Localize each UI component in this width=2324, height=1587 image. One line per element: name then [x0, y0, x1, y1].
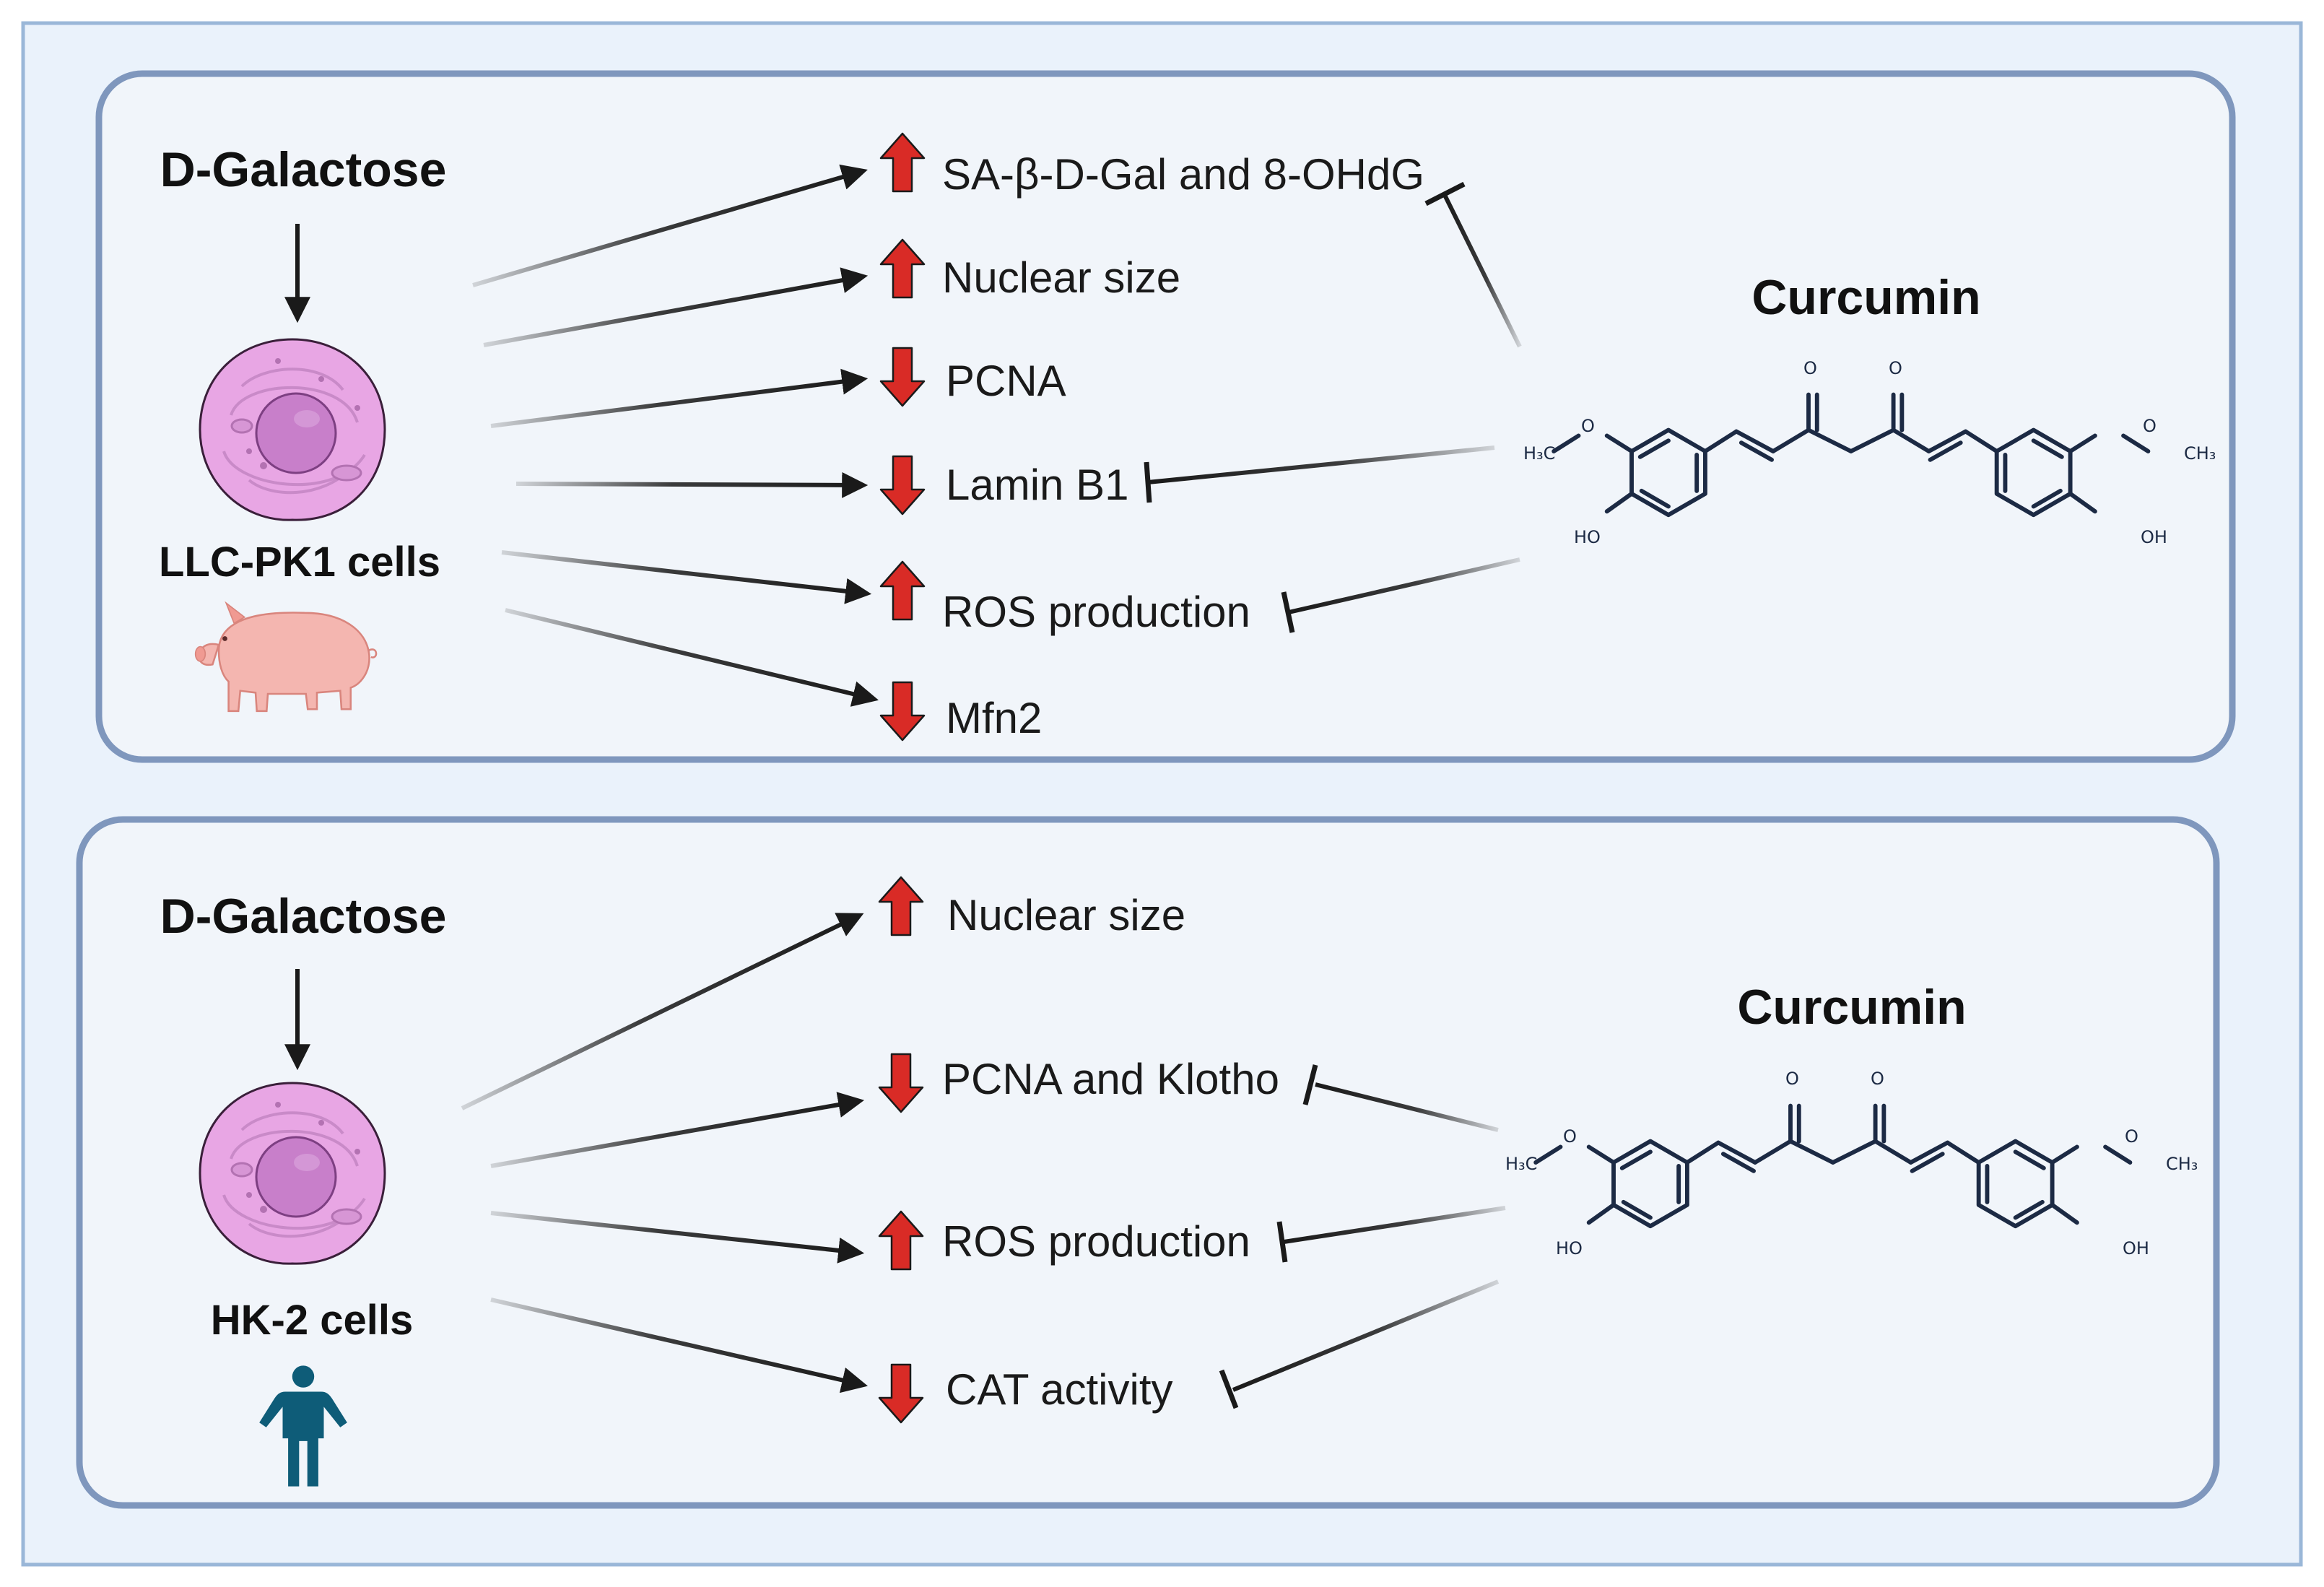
svg-text:O: O — [1785, 1069, 1799, 1089]
compound-label: Curcumin — [1751, 270, 1980, 325]
cell-line-label: HK-2 cells — [211, 1297, 413, 1344]
arrow-to-outcome-6 — [505, 608, 879, 707]
arrow-to-outcome-4 — [490, 1297, 869, 1393]
outcome-label: PCNA and Klotho — [942, 1055, 1279, 1103]
svg-text:H₃C: H₃C — [1505, 1154, 1537, 1174]
outcome-label: ROS production — [942, 1217, 1250, 1266]
inducer-label: D-Galactose — [160, 889, 447, 944]
svg-text:O: O — [1889, 358, 1902, 378]
curcumin-structure-icon: H₃C O HO O O O CH₃ OH — [1505, 1069, 2198, 1258]
svg-text:HO: HO — [1574, 527, 1601, 547]
arrow-to-outcome-4 — [515, 471, 869, 498]
arrow-to-outcome-5 — [501, 550, 872, 604]
inhibition-line — [1276, 1206, 1506, 1263]
panel-top-frame — [95, 70, 2236, 763]
cell-line-label: LLC-PK1 cells — [159, 539, 440, 586]
compound-label: Curcumin — [1737, 980, 1966, 1035]
arrow-to-outcome-2 — [490, 1092, 865, 1168]
svg-text:O: O — [1803, 358, 1817, 378]
svg-text:O: O — [1563, 1126, 1577, 1147]
svg-text:O: O — [2125, 1126, 2138, 1147]
svg-text:O: O — [2143, 416, 2157, 436]
cell-icon — [199, 338, 386, 522]
inducer-label: D-Galactose — [160, 142, 447, 197]
panel-bottom-frame — [76, 816, 2220, 1509]
svg-text:HO: HO — [1556, 1238, 1583, 1258]
svg-text:OH: OH — [2141, 527, 2167, 547]
svg-text:O: O — [1581, 416, 1595, 436]
inhibition-line — [1424, 181, 1522, 348]
outcome-label: PCNA — [946, 357, 1066, 405]
panel-bottom: D-Galactose HK-2 cells Nuclear size PCNA… — [76, 816, 2220, 1509]
outcome-label: CAT activity — [946, 1365, 1173, 1414]
arrow-to-outcome-1 — [472, 164, 868, 287]
outcome-label: Lamin B1 — [946, 461, 1128, 509]
arrow-to-outcome-3 — [490, 368, 869, 428]
inhibition-line — [1281, 557, 1520, 633]
inhibition-line — [1144, 445, 1495, 503]
panel-top: D-Galactose LLC-PK1 cells SA-β-D-Gal and… — [95, 70, 2236, 763]
svg-text:CH₃: CH₃ — [2166, 1154, 2198, 1174]
outcome-label: ROS production — [942, 588, 1250, 636]
svg-text:O: O — [1871, 1069, 1884, 1089]
outcome-label: Nuclear size — [947, 891, 1185, 939]
outcome-label: SA-β-D-Gal and 8-OHdG — [942, 150, 1424, 199]
arrow-to-outcome-2 — [483, 267, 869, 347]
curcumin-structure-icon: H₃C O HO O O O CH₃ OH — [1523, 358, 2216, 547]
inhibition-line — [1219, 1279, 1500, 1409]
svg-text:OH: OH — [2123, 1238, 2149, 1258]
arrow-to-outcome-3 — [490, 1211, 865, 1264]
outcome-label: Mfn2 — [946, 694, 1042, 742]
svg-text:H₃C: H₃C — [1523, 443, 1555, 464]
inhibition-line — [1302, 1064, 1499, 1132]
outcome-label: Nuclear size — [942, 253, 1180, 302]
svg-text:CH₃: CH₃ — [2184, 443, 2216, 464]
cell-icon — [199, 1082, 386, 1266]
arrow-to-outcome-1 — [461, 913, 864, 1110]
